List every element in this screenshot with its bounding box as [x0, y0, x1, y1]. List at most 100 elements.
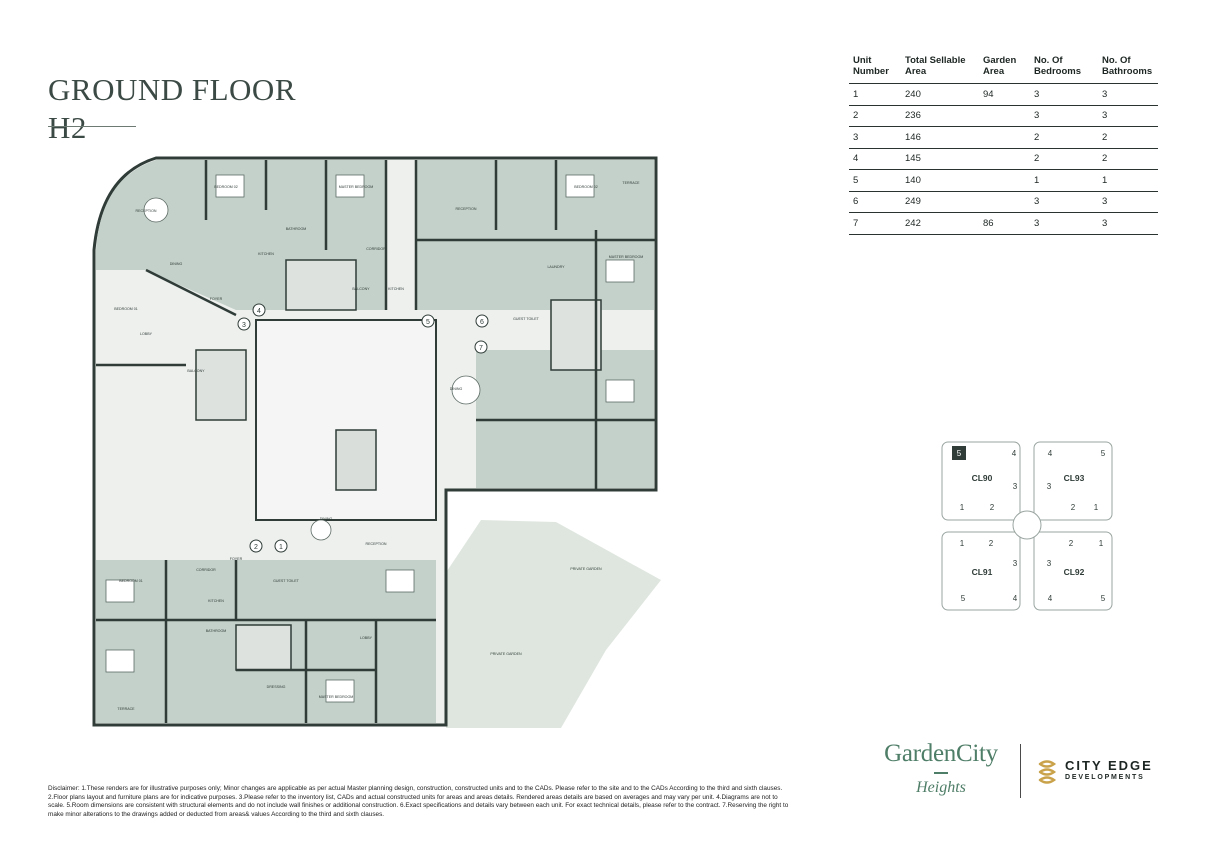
lift-shaft: [550, 299, 602, 371]
title-divider: [48, 126, 136, 127]
building-code: H2: [48, 109, 87, 145]
table-cell: 3: [1030, 212, 1098, 235]
room-label: BEDROOM 02: [214, 185, 238, 189]
table-cell: 2: [1030, 126, 1098, 149]
floor-plan: 3 4 5 6 7 2 1 RECEPTION RECEPTION RECEPT…: [92, 156, 661, 728]
unit-number: 4: [1012, 449, 1017, 458]
room-label: BATHROOM: [206, 629, 227, 633]
column-header: Garden Area: [979, 55, 1030, 84]
room-label: LOBBY: [140, 332, 153, 336]
unit-number: 1: [960, 539, 965, 548]
developments-wordmark: DEVELOPMENTS: [1065, 774, 1145, 781]
unit-number: 3: [1047, 482, 1052, 491]
unit-marker-4: 4: [252, 303, 266, 317]
room-label: DINING: [170, 262, 183, 266]
room-label: LOBBY: [360, 636, 373, 640]
room-label: TERRACE: [622, 181, 640, 185]
room-label: PRIVATE GARDEN: [570, 567, 602, 571]
table-cell: 3: [1030, 191, 1098, 213]
room-label: LAUNDRY: [547, 265, 565, 269]
unit-number: 4: [1048, 594, 1053, 603]
lift-shaft: [235, 624, 292, 671]
key-plan: CL90 CL93 CL91 CL92 5 4 3 1 2 4 5 3 2 1 …: [941, 441, 1113, 611]
column-header: No. Of Bedrooms: [1030, 55, 1098, 84]
marker-label: 5: [426, 319, 430, 326]
table-cell: 3: [1030, 83, 1098, 106]
table-cell: 240: [901, 83, 979, 106]
unit-marker-7: 7: [474, 340, 488, 354]
room-label: PRIVATE GARDEN: [490, 652, 522, 656]
marker-label: 4: [257, 308, 261, 315]
lift-shaft: [285, 259, 357, 311]
room-label: RECEPTION: [136, 209, 157, 213]
room-label: KITCHEN: [208, 599, 224, 603]
room-label: DINING: [320, 517, 333, 521]
room-label: BALCONY: [187, 369, 205, 373]
lift-shaft: [195, 349, 247, 421]
table-cell: 1: [849, 83, 901, 106]
cluster-label: CL93: [1064, 473, 1085, 483]
unit-number: 2: [990, 503, 995, 512]
table-cell: 3: [849, 126, 901, 149]
unit-number: 5: [957, 449, 962, 458]
room-label: KITCHEN: [388, 287, 404, 291]
table-cell: 7: [849, 212, 901, 235]
cluster-cl93-block: [1033, 441, 1113, 521]
unit-number: 3: [1013, 482, 1018, 491]
table-cell: 145: [901, 148, 979, 170]
table-cell: 2: [1030, 148, 1098, 170]
table-cell: 249: [901, 191, 979, 213]
table-cell: [979, 105, 1030, 127]
table-cell: 1: [1098, 169, 1158, 192]
table-cell: 94: [979, 83, 1030, 106]
column-header: No. Of Bathrooms: [1098, 55, 1158, 84]
table-cell: 146: [901, 126, 979, 149]
table-cell: [979, 191, 1030, 213]
city-edge-wordmark: CITY EDGE: [1065, 758, 1153, 773]
logo-divider: [1020, 744, 1021, 798]
room-label: BEDROOM 01: [114, 307, 138, 311]
table-cell: 3: [1030, 105, 1098, 127]
room-label: RECEPTION: [456, 207, 477, 211]
room-label: MASTER BEDROOM: [609, 255, 644, 259]
interior-walls: [96, 160, 656, 723]
column-header: Unit Number: [849, 55, 901, 84]
room-label: BEDROOM 02: [574, 185, 598, 189]
table-cell: 3: [1098, 212, 1158, 235]
unit-markers: 3 4 5 6 7 2 1: [237, 303, 489, 553]
city-edge-mark-icon: [1038, 760, 1057, 784]
table-header-row: Unit Number Total Sellable Area Garden A…: [849, 55, 1158, 84]
room-label: TERRACE: [117, 707, 135, 711]
unit-marker-2: 2: [249, 539, 263, 553]
garden-city-wordmark: GardenCity: [884, 740, 998, 767]
unit-marker-3: 3: [237, 317, 251, 331]
marker-label: 6: [480, 319, 484, 326]
cluster-cl90-block: [941, 441, 1021, 521]
unit-number: 5: [1101, 449, 1106, 458]
cluster-label: CL90: [972, 473, 993, 483]
marker-label: 1: [279, 544, 283, 551]
unit-number: 4: [1048, 449, 1053, 458]
unit-number: 2: [1071, 503, 1076, 512]
unit-table: Unit Number Total Sellable Area Garden A…: [849, 55, 1158, 235]
table-cell: 3: [1098, 83, 1158, 106]
room-label: BEDROOM 01: [119, 579, 143, 583]
private-garden-area: [441, 520, 661, 728]
unit-marker-6: 6: [475, 314, 489, 328]
disclaimer-text: Disclaimer: 1.These renders are for illu…: [48, 785, 789, 819]
room-label: DRESSING: [267, 685, 286, 689]
room-label: FOYER: [210, 297, 223, 301]
marker-label: 2: [254, 544, 258, 551]
room-label: CORRIDOR: [366, 247, 386, 251]
column-header: Total Sellable Area: [901, 55, 979, 84]
cluster-label: CL92: [1064, 567, 1085, 577]
table-cell: 3: [1098, 105, 1158, 127]
unit-marker-5: 5: [421, 314, 435, 328]
room-label: BATHROOM: [286, 227, 307, 231]
table-cell: 4: [849, 148, 901, 170]
